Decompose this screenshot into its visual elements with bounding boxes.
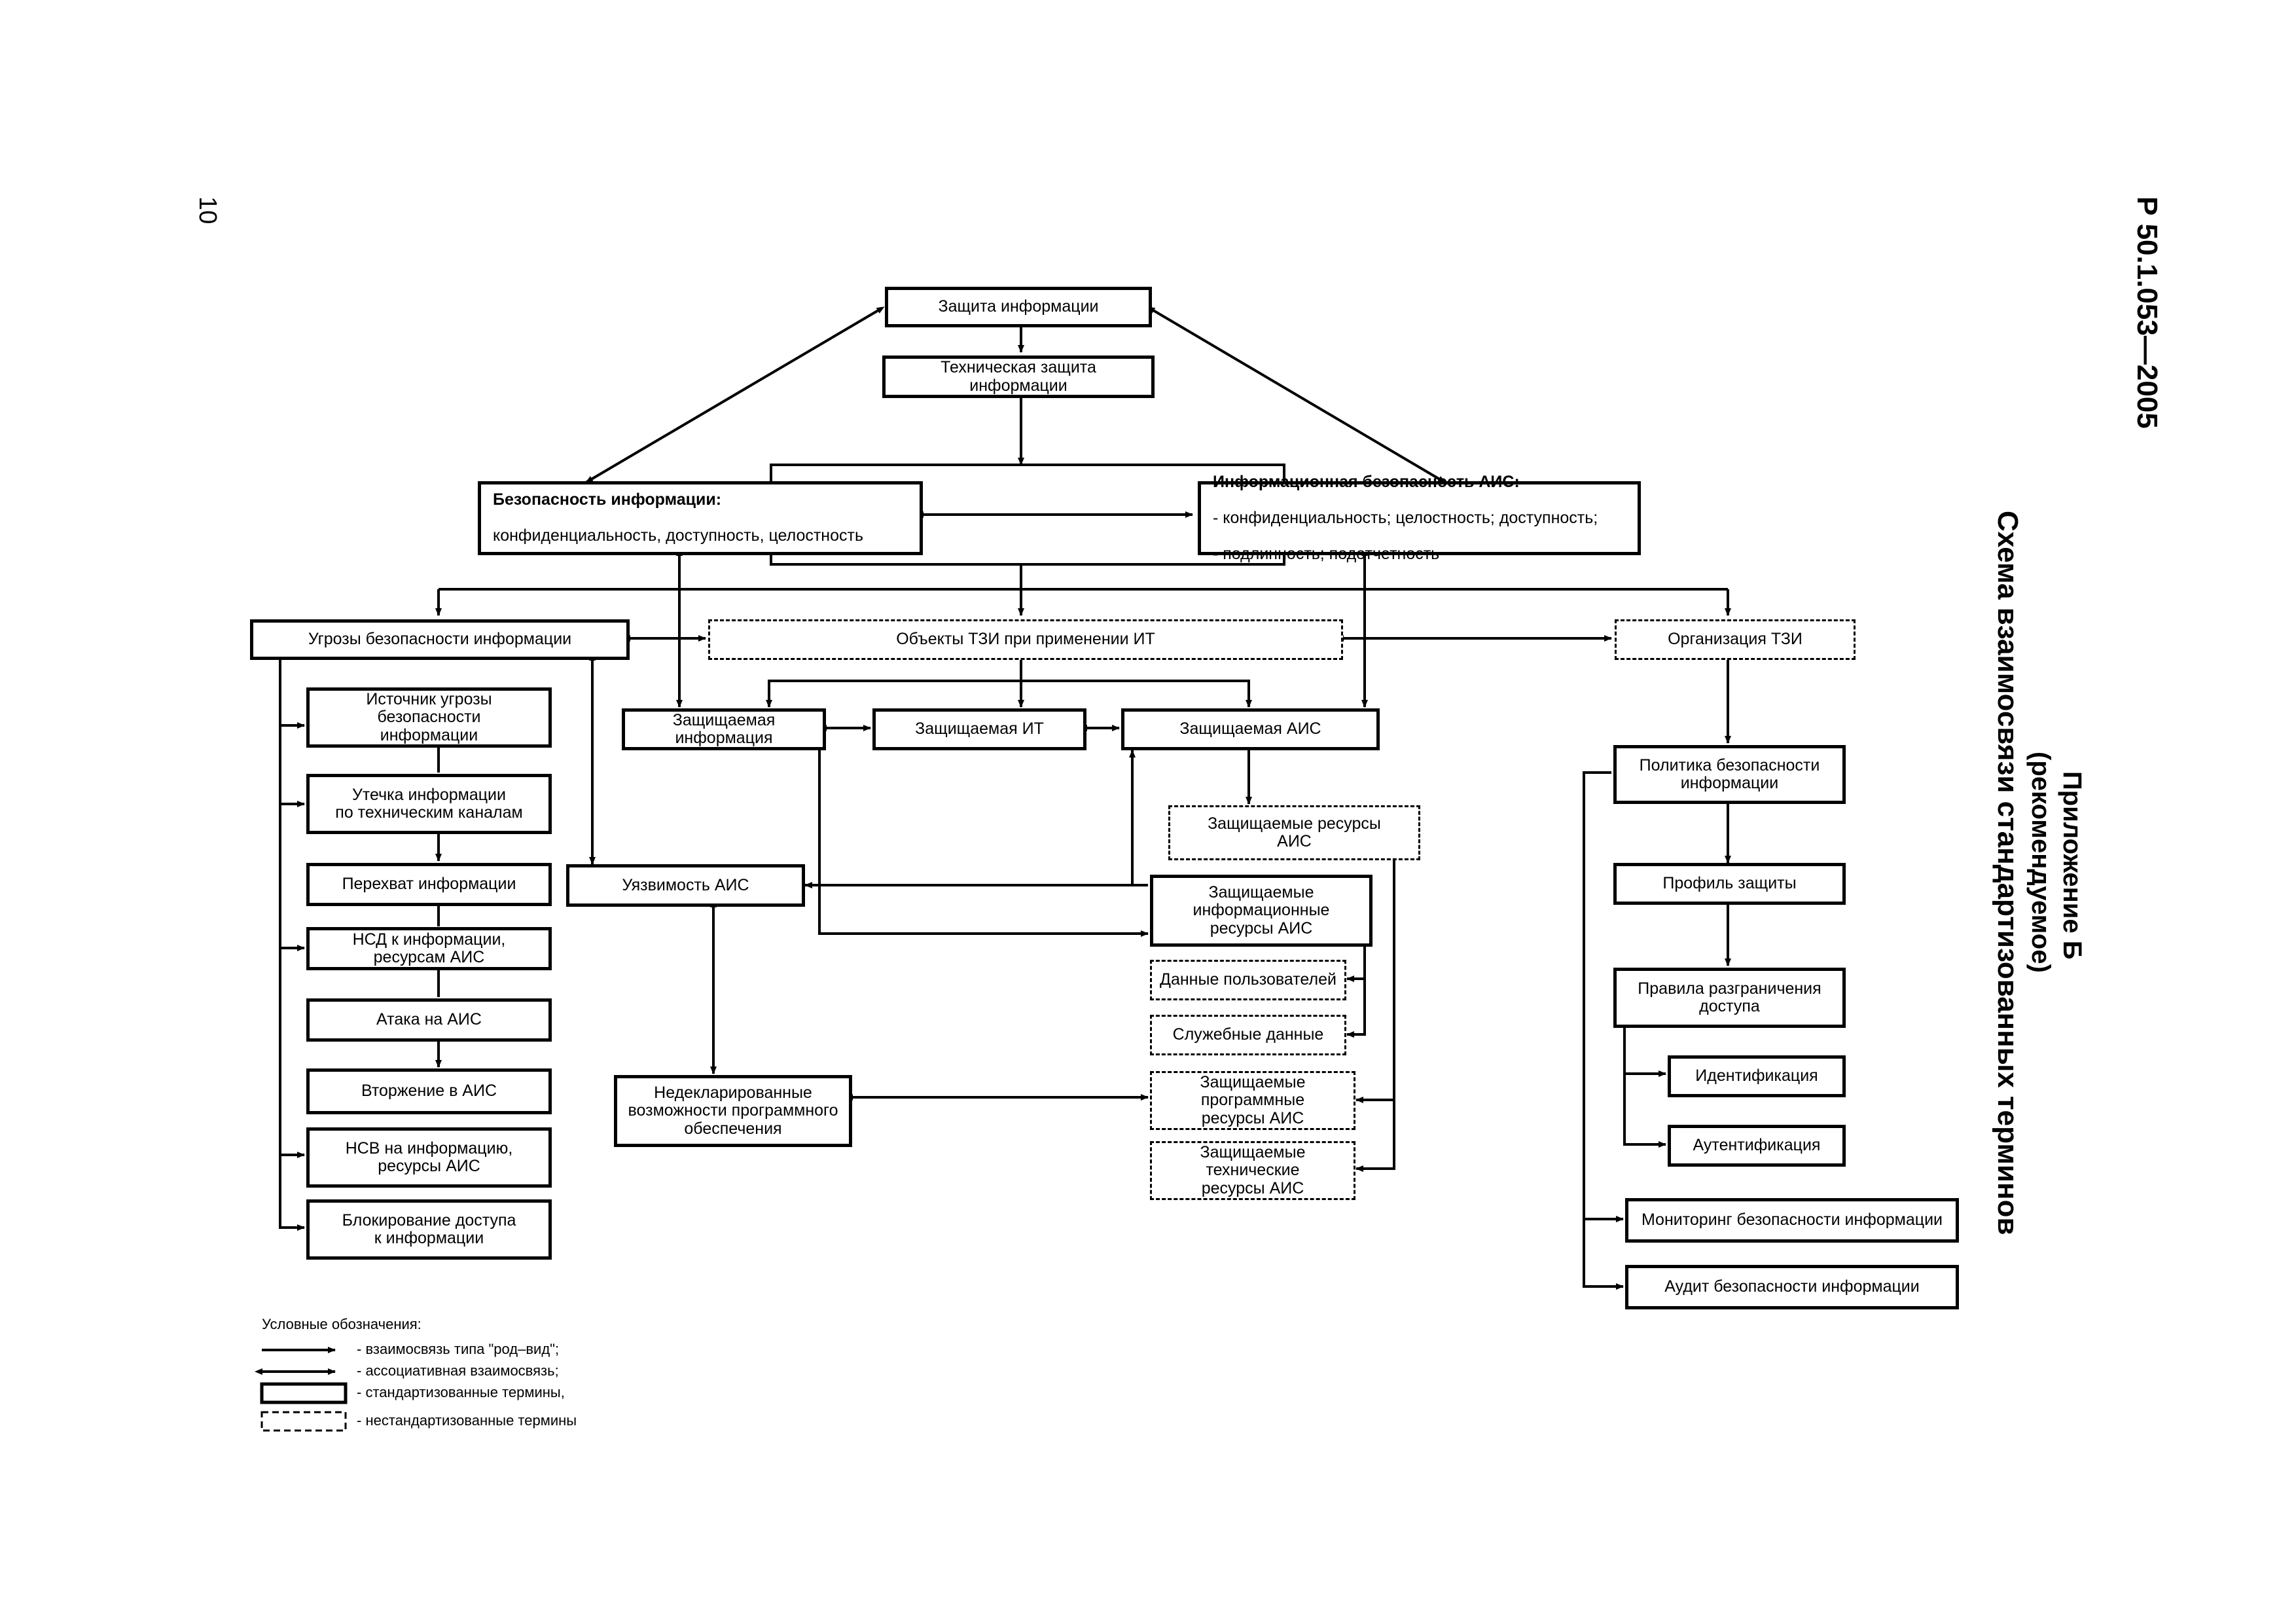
node-zashch-info: Защищаемая информация xyxy=(622,708,826,750)
node-sluzhebnye-dannye: Служебные данные xyxy=(1150,1015,1346,1055)
document-code: Р 50.1.053—2005 xyxy=(2131,196,2163,429)
node-organizaciya-tzi: Организация ТЗИ xyxy=(1615,619,1856,660)
node-bezopasnost-text: конфиденциальность, доступность, целостн… xyxy=(493,526,863,545)
link-pol-left xyxy=(1583,771,1624,1290)
node-zashch-it: Защищаемая ИТ xyxy=(872,708,1086,750)
node-pravila: Правила разграничения доступа xyxy=(1613,968,1846,1028)
node-ugrozy: Угрозы безопасности информации xyxy=(250,619,630,660)
annex-title: Приложение Б xyxy=(2058,771,2087,960)
diagram-title: Схема взаимосвязи стандартизованных терм… xyxy=(1992,511,2024,1235)
link-zinfo-zinfres xyxy=(818,750,1149,937)
node-bezopasnost-title: Безопасность информации: xyxy=(493,490,722,509)
node-ib-ais-line1: - конфиденциальность; целостность; досту… xyxy=(1213,508,1598,527)
link-ugrozy-left xyxy=(279,660,305,1231)
node-tekhnicheskaya-zashchita: Техническая защита информации xyxy=(882,356,1155,398)
link-prav-aut xyxy=(1623,1028,1666,1148)
node-nsd: НСД к информации, ресурсам АИС xyxy=(306,927,552,970)
node-identifikaciya: Идентификация xyxy=(1668,1055,1846,1097)
legend-title: Условные обозначения: xyxy=(262,1316,422,1332)
node-zashchita-informacii: Защита информации xyxy=(885,287,1152,327)
node-zashch-resursy: Защищаемые ресурсы АИС xyxy=(1168,805,1420,860)
node-bezopasnost-informacii: Безопасность информации: конфиденциально… xyxy=(478,481,923,555)
node-uyazvimost: Уязвимость АИС xyxy=(566,864,805,907)
legend-standardized: - стандартизованные термины, xyxy=(357,1384,565,1400)
link-zashchita-ib xyxy=(1147,306,1446,484)
link-zinfres-sluzh xyxy=(1346,979,1366,1038)
node-informacionnaya-bezopasnost-ais: Информационная безопасность АИС: - конфи… xyxy=(1198,473,1641,562)
link-zashchita-bez xyxy=(584,306,885,484)
node-ib-ais-title: Информационная безопасность АИС: xyxy=(1213,472,1520,491)
node-autentifikaciya: Аутентификация xyxy=(1668,1125,1846,1167)
legend-box-standard xyxy=(260,1382,348,1404)
node-zashch-programmnye: Защищаемые программные ресурсы АИС xyxy=(1150,1071,1355,1130)
node-audit: Аудит безопасности информации xyxy=(1625,1265,1959,1309)
node-zashch-tekhnicheskie: Защищаемые технические ресурсы АИС xyxy=(1150,1141,1355,1200)
node-zashch-ais: Защищаемая АИС xyxy=(1121,708,1380,750)
page-number: 10 xyxy=(194,196,221,225)
node-dannye-polzovateley: Данные пользователей xyxy=(1150,960,1346,1000)
legend-genus-species: - взаимосвязь типа "род–вид"; xyxy=(357,1341,560,1357)
node-ataka: Атака на АИС xyxy=(306,998,552,1042)
node-nedeklarirovannye: Недекларированные возможности программно… xyxy=(614,1075,852,1147)
node-istochnik: Источник угрозы безопасности информации xyxy=(306,687,552,748)
node-vtorzhenie: Вторжение в АИС xyxy=(306,1068,552,1114)
node-politika: Политика безопасности информации xyxy=(1613,745,1846,804)
legend-box-nonstandard xyxy=(260,1411,347,1432)
link-obekty-bus2 xyxy=(768,680,1252,708)
annex-status: (рекомендуемое) xyxy=(2026,752,2055,973)
node-blokirovanie: Блокирование доступа к информации xyxy=(306,1199,552,1260)
legend-associative: - ассоциативная взаимосвязь; xyxy=(357,1362,559,1379)
node-monitoring: Мониторинг безопасности информации xyxy=(1625,1198,1959,1243)
node-utechka: Утечка информации по техническим каналам xyxy=(306,774,552,834)
node-nsv: НСВ на информацию, ресурсы АИС xyxy=(306,1127,552,1188)
node-profil: Профиль защиты xyxy=(1613,863,1846,905)
link-bracket-bottom xyxy=(770,555,1285,566)
node-perehvat: Перехват информации xyxy=(306,863,552,906)
node-ib-ais-line2: - подлинность; подотчетность xyxy=(1213,544,1440,563)
link-zinfres-dannye xyxy=(1346,941,1370,982)
node-zashch-inf-resursy: Защищаемые информационные ресурсы АИС xyxy=(1150,875,1372,947)
legend-nonstandardized: - нестандартизованные термины xyxy=(357,1412,577,1429)
node-obekty-tzi: Объекты ТЗИ при применении ИТ xyxy=(708,619,1343,660)
